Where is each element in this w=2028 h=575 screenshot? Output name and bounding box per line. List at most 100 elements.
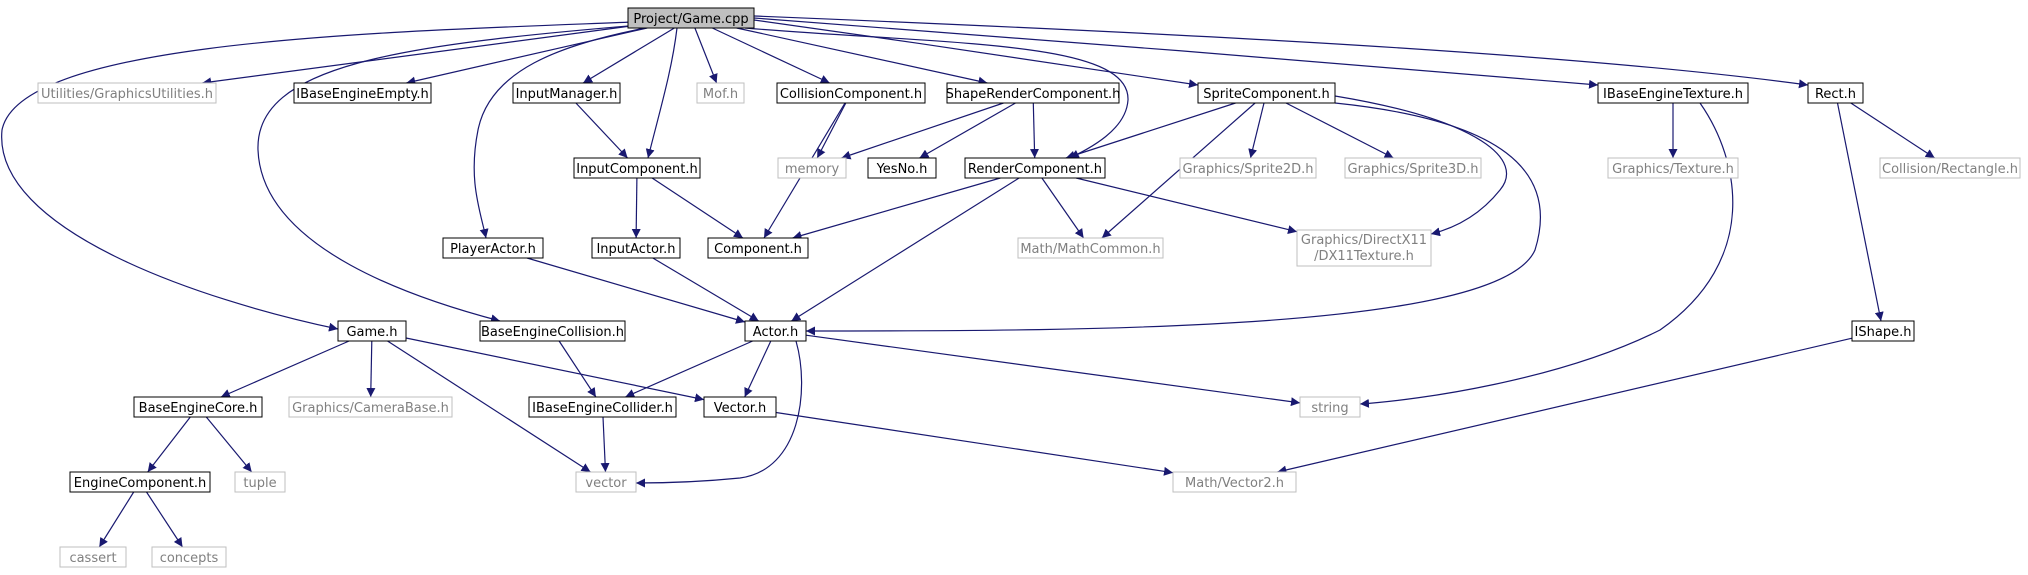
node-layer: Project/Game.cppUtilities/GraphicsUtilit…	[37, 7, 2021, 568]
node-box	[1172, 471, 1297, 493]
node-ic[interactable]: InputComponent.h	[573, 157, 701, 179]
node-box	[151, 546, 227, 568]
node-label: CollisionComponent.h	[780, 87, 922, 102]
node-box	[776, 82, 926, 104]
node-im[interactable]: InputManager.h	[512, 82, 621, 104]
node-box	[1344, 157, 1482, 179]
edge-root-to-pa	[473, 27, 646, 239]
node-label: concepts	[160, 551, 219, 566]
node-s2d: Graphics/Sprite2D.h	[1179, 157, 1317, 179]
node-box	[867, 157, 937, 179]
node-box	[1807, 82, 1864, 104]
node-cc[interactable]: CollisionComponent.h	[776, 82, 926, 104]
edge-root-to-im	[582, 27, 675, 84]
node-label-line2: /DX11Texture.h	[1314, 249, 1414, 264]
edge-sc-to-mmc	[1101, 102, 1256, 239]
edge-cc-to-mem	[816, 102, 847, 159]
edge-rc-to-actor	[791, 177, 1020, 322]
edge-ishape-to-v2	[1277, 337, 1853, 475]
node-label: ShapeRenderComponent.h	[946, 87, 1121, 102]
node-ec[interactable]: EngineComponent.h	[69, 471, 211, 493]
node-tex: Graphics/Texture.h	[1607, 157, 1739, 179]
node-label: tuple	[243, 476, 276, 491]
node-ibet[interactable]: IBaseEngineTexture.h	[1597, 82, 1749, 104]
node-yn[interactable]: YesNo.h	[867, 157, 937, 179]
node-box	[337, 320, 407, 342]
node-box	[1179, 157, 1317, 179]
node-box	[946, 82, 1120, 104]
node-box	[234, 471, 286, 493]
edge-root-to-cc	[712, 27, 830, 84]
node-vec[interactable]: Vector.h	[703, 396, 777, 418]
node-label: Rect.h	[1815, 87, 1856, 102]
node-label: Project/Game.cpp	[633, 12, 748, 27]
node-ishape[interactable]: IShape.h	[1851, 320, 1915, 342]
node-cassert: cassert	[59, 546, 127, 568]
edge-sc-to-rc	[1065, 102, 1236, 160]
node-tuple: tuple	[234, 471, 286, 493]
node-rc[interactable]: RenderComponent.h	[964, 157, 1106, 179]
node-game[interactable]: Game.h	[337, 320, 407, 342]
edge-ic-to-ia	[631, 177, 641, 239]
node-mem: memory	[777, 157, 847, 179]
node-sc[interactable]: SpriteComponent.h	[1197, 82, 1336, 104]
node-actor[interactable]: Actor.h	[744, 320, 807, 342]
node-label: BaseEngineCore.h	[139, 401, 258, 416]
edge-root-to-mof	[694, 27, 718, 84]
edge-sc-to-s2d	[1248, 102, 1265, 159]
edge-src-to-rc	[1029, 102, 1039, 159]
node-label: BaseEngineCollision.h	[481, 325, 624, 340]
edge-layer	[1, 15, 1936, 548]
edge-ibecol-to-vector	[600, 416, 610, 473]
node-comp[interactable]: Component.h	[707, 237, 809, 259]
edge-bec-to-ibecol	[558, 340, 597, 398]
node-label: InputActor.h	[596, 242, 675, 257]
edge-game-to-becore	[220, 340, 350, 398]
node-box	[707, 237, 809, 259]
node-box	[1299, 396, 1361, 418]
node-src[interactable]: ShapeRenderComponent.h	[946, 82, 1121, 104]
node-ibee[interactable]: IBaseEngineEmpty.h	[293, 82, 432, 104]
node-box	[1296, 229, 1432, 267]
node-label: Game.h	[346, 325, 397, 340]
edge-root-to-gu	[202, 25, 629, 87]
edge-root-to-sc	[753, 19, 1199, 89]
node-label: InputManager.h	[516, 87, 618, 102]
node-rect[interactable]: Rect.h	[1807, 82, 1864, 104]
node-ibecol[interactable]: IBaseEngineCollider.h	[528, 396, 677, 418]
edge-root-to-bec	[257, 24, 641, 324]
node-box	[777, 157, 847, 179]
edge-ia-to-actor	[652, 257, 760, 322]
node-label: Utilities/GraphicsUtilities.h	[41, 87, 213, 102]
edge-rect-to-ishape	[1836, 102, 1884, 322]
node-label: SpriteComponent.h	[1203, 87, 1329, 102]
node-label: Graphics/Texture.h	[1612, 162, 1734, 177]
node-cam: Graphics/CameraBase.h	[288, 396, 453, 418]
node-label: YesNo.h	[876, 162, 928, 177]
node-root[interactable]: Project/Game.cpp	[627, 7, 755, 29]
node-mof: Mof.h	[696, 82, 745, 104]
node-box	[573, 157, 701, 179]
node-mmc: Math/MathCommon.h	[1017, 237, 1164, 259]
edge-rc-to-dx11	[1075, 177, 1298, 234]
node-label: InputComponent.h	[576, 162, 698, 177]
edge-becore-to-tuple	[205, 416, 253, 473]
node-ia[interactable]: InputActor.h	[591, 237, 681, 259]
edge-root-to-ibet	[753, 17, 1599, 89]
edge-src-to-mem	[841, 102, 1004, 160]
node-pa[interactable]: PlayerActor.h	[442, 237, 544, 259]
node-label: IBaseEngineEmpty.h	[296, 87, 428, 102]
node-becore[interactable]: BaseEngineCore.h	[133, 396, 263, 418]
edge-rc-to-comp	[792, 177, 1001, 240]
node-box	[288, 396, 453, 418]
node-box	[528, 396, 677, 418]
node-box	[442, 237, 544, 259]
node-label: Graphics/CameraBase.h	[292, 401, 449, 416]
node-box	[69, 471, 211, 493]
node-box	[1851, 320, 1915, 342]
node-box	[744, 320, 807, 342]
node-box	[1597, 82, 1749, 104]
node-bec[interactable]: BaseEngineCollision.h	[479, 320, 626, 342]
edge-im-to-ic	[575, 102, 629, 159]
